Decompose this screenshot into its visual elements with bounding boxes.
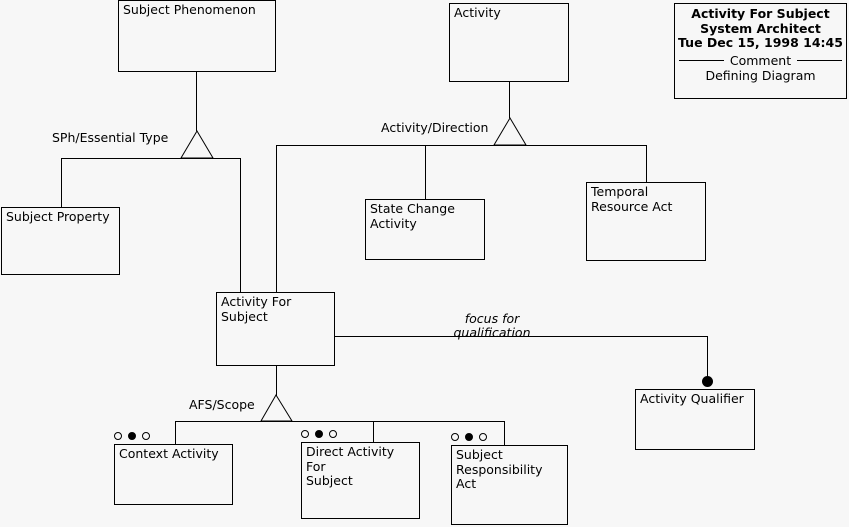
- circle-hollow-icon: [301, 430, 309, 438]
- generalization-triangle-afs: [260, 394, 293, 422]
- edge-label-sph-essential-type: SPh/Essential Type: [50, 130, 171, 145]
- edge-afs-scope-horizontal: [175, 421, 505, 422]
- edge-label-focus-line1: focus for: [464, 311, 520, 326]
- generalization-triangle-activity: [493, 117, 527, 146]
- circle-filled-icon: [465, 433, 473, 441]
- edge-sph-to-subject-property: [61, 158, 62, 207]
- edge-activity-direction-to-temporal: [646, 145, 647, 183]
- class-box-context-activity[interactable]: Context Activity: [114, 444, 233, 505]
- generalization-triangle-sph: [180, 130, 214, 159]
- class-box-subject-phenomenon[interactable]: Subject Phenomenon: [118, 0, 276, 72]
- title-block-timestamp: Tue Dec 15, 1998 14:45: [678, 35, 843, 50]
- title-block-diagram-name: Activity For Subject: [691, 6, 830, 21]
- adornment-circles-direct-activity-for-subject: [301, 430, 337, 438]
- circle-hollow-icon: [142, 432, 150, 440]
- class-box-state-change-activity[interactable]: State Change Activity: [365, 199, 485, 260]
- circle-hollow-icon: [479, 433, 487, 441]
- class-box-subject-property[interactable]: Subject Property: [1, 207, 120, 275]
- edge-afs-stem: [276, 366, 277, 396]
- edge-label-focus-for-qualification: focus for qualification: [440, 312, 544, 340]
- class-box-activity[interactable]: Activity: [449, 3, 569, 82]
- class-box-temporal-resource-act[interactable]: Temporal Resource Act: [586, 182, 706, 261]
- class-box-direct-activity-for-subject[interactable]: Direct Activity For Subject: [301, 442, 420, 519]
- edge-label-activity-direction: Activity/Direction: [379, 120, 491, 135]
- title-block: Activity For Subject System Architect Tu…: [674, 3, 847, 99]
- title-block-author: System Architect: [700, 20, 821, 36]
- adornment-circles-subject-responsibility-act: [451, 433, 487, 441]
- circle-hollow-icon: [114, 432, 122, 440]
- class-box-activity-for-subject[interactable]: Activity For Subject: [216, 292, 335, 366]
- adornment-circles-context-activity: [114, 432, 150, 440]
- title-block-comment-label: Comment: [729, 52, 792, 68]
- edge-label-focus-line2: qualification: [453, 325, 531, 340]
- edge-afs-to-subject-responsibility: [504, 421, 505, 445]
- circle-hollow-icon: [451, 433, 459, 441]
- edge-activity-direction-to-state-change: [425, 145, 426, 200]
- circle-filled-icon: [315, 430, 323, 438]
- edge-afs-to-context-activity: [175, 421, 176, 445]
- edge-activity-direction-horizontal: [276, 145, 647, 146]
- edge-focus-for-qualification-vertical: [707, 336, 708, 386]
- edge-activity-stem: [509, 82, 510, 118]
- circle-hollow-icon: [329, 430, 337, 438]
- edge-afs-to-direct-activity: [373, 421, 374, 443]
- class-box-subject-responsibility-act[interactable]: Subject Responsibility Act: [451, 445, 568, 525]
- class-box-activity-qualifier[interactable]: Activity Qualifier: [635, 389, 755, 450]
- edge-label-afs-scope: AFS/Scope: [187, 397, 257, 412]
- edge-focus-for-qualification-horizontal: [335, 336, 708, 337]
- title-block-comment-text: Defining Diagram: [705, 67, 816, 83]
- edge-activity-direction-to-afs: [276, 145, 277, 293]
- edge-subject-phenomenon-stem: [196, 72, 197, 131]
- circle-filled-icon: [128, 432, 136, 440]
- association-end-dot-activity-qualifier: [702, 376, 713, 387]
- edge-sph-to-activity-for-subject: [240, 158, 241, 293]
- edge-sph-horizontal: [61, 158, 241, 159]
- title-block-comment-separator: Comment: [679, 53, 842, 68]
